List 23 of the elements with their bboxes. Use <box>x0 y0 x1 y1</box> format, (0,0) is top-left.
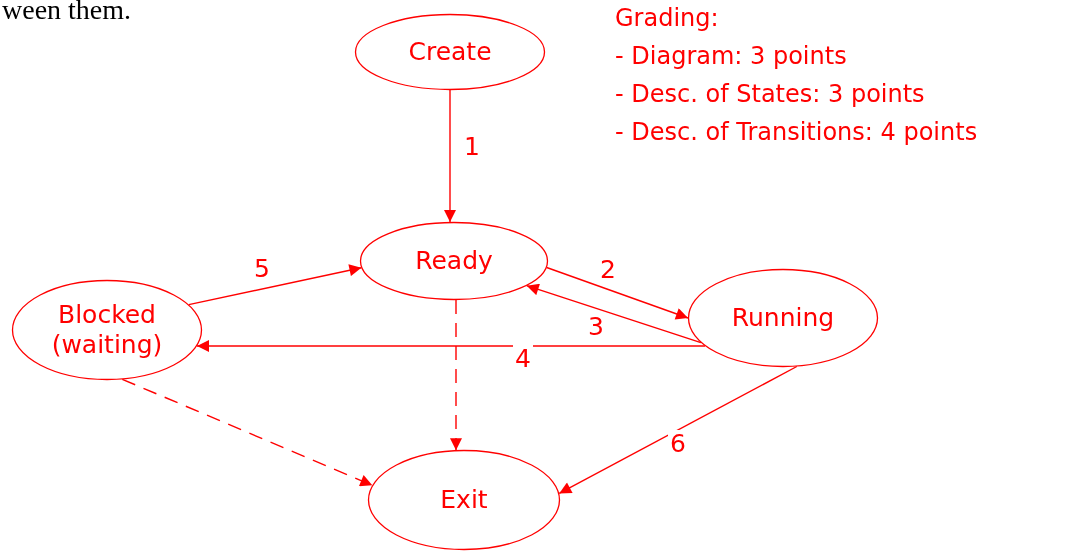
transition-arrow <box>546 266 689 320</box>
state-name: Blocked (waiting) <box>50 300 164 360</box>
transition-arrow <box>526 283 702 344</box>
grading-item: - Desc. of States: 3 points <box>615 82 925 106</box>
state-ellipse <box>688 269 878 367</box>
state-name: Create <box>408 37 492 67</box>
state-name: Running <box>731 303 835 333</box>
transition-arrow <box>196 340 706 352</box>
transition-arrow <box>450 299 462 451</box>
state-name: Ready <box>415 246 493 276</box>
state-ellipse <box>12 280 202 380</box>
transition-arrow <box>188 264 363 306</box>
grading-item: - Desc. of Transitions: 4 points <box>615 120 978 144</box>
transition-arrow <box>121 378 373 487</box>
state-name: Exit <box>440 485 488 515</box>
grading-item: - Diagram: 3 points <box>615 44 847 68</box>
state-ellipse <box>355 14 545 90</box>
transition-arrow <box>558 365 798 495</box>
body-text: ween them. <box>2 0 132 24</box>
state-ellipse <box>368 450 560 550</box>
state-ellipse <box>360 222 548 300</box>
transition-arrow <box>444 89 456 223</box>
grading-heading: Grading: <box>615 6 719 30</box>
